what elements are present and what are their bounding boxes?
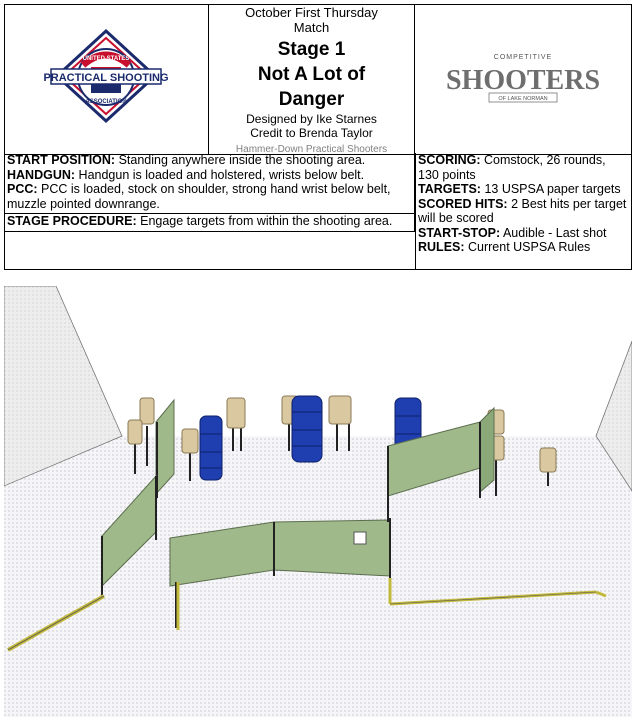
start-position-row: START POSITION: Standing anywhere inside… [5, 153, 414, 168]
handgun-label: HANDGUN: [7, 168, 75, 182]
logo-right-top-text: COMPETITIVE [494, 54, 552, 61]
logo-main-text: PRACTICAL SHOOTING [43, 72, 168, 84]
briefing-scoring-cell: SCORING: Comstock, 26 rounds, 130 points… [415, 153, 631, 269]
secondary-credit: Credit to Brenda Taylor [209, 126, 414, 140]
header-table: UNITED STATES PRACTICAL SHOOTING ASSOCIA… [4, 4, 632, 155]
wall-port [354, 532, 366, 544]
logo-top-text: UNITED STATES [83, 56, 130, 62]
barrel-stack [292, 396, 322, 462]
targets-label: TARGETS: [418, 182, 481, 196]
stage-briefing-sheet: UNITED STATES PRACTICAL SHOOTING ASSOCIA… [4, 4, 632, 266]
start-position-text: Standing anywhere inside the shooting ar… [115, 153, 365, 167]
stage-number: Stage 1 [209, 37, 414, 62]
uspsa-logo-cell: UNITED STATES PRACTICAL SHOOTING ASSOCIA… [5, 5, 209, 154]
stage-procedure-cell: STAGE PROCEDURE: Engage targets from wit… [5, 214, 415, 232]
scored-hits-label: SCORED HITS: [418, 197, 508, 211]
rules-row: RULES: Current USPSA Rules [416, 240, 631, 255]
start-position-label: START POSITION: [7, 153, 115, 167]
match-line-2: Match [209, 20, 414, 35]
targets-row: TARGETS: 13 USPSA paper targets [416, 182, 631, 197]
competitive-shooters-logo-icon: COMPETITIVE SHOOTERS OF LAKE NORMAN [415, 5, 631, 154]
logo-bottom-text: ASSOCIATION [85, 99, 126, 105]
match-line-1: October First Thursday [209, 5, 414, 20]
stage-procedure-text: Engage targets from within the shooting … [137, 214, 393, 228]
scoring-label: SCORING: [418, 153, 481, 167]
targets-text: 13 USPSA paper targets [481, 182, 621, 196]
stage-name-line-2: Danger [209, 87, 414, 112]
pcc-row: PCC: PCC is loaded, stock on shoulder, s… [5, 182, 414, 211]
briefing-table: START POSITION: Standing anywhere inside… [4, 153, 632, 270]
range-floor [4, 436, 632, 717]
start-stop-text: Audible - Last shot [500, 226, 606, 240]
scored-hits-row: SCORED HITS: 2 Best hits per target will… [416, 197, 631, 226]
handgun-text: Handgun is loaded and holstered, wrists … [75, 168, 364, 182]
logo-right-main-text: SHOOTERS [446, 65, 600, 96]
stage-procedure-row: STAGE PROCEDURE: Engage targets from wit… [5, 214, 414, 229]
stage-diagram-svg [4, 286, 632, 717]
designer-credit: Designed by Ike Starnes [209, 112, 414, 126]
start-stop-label: START-STOP: [418, 226, 500, 240]
stage-diagram [4, 286, 632, 717]
barrel-stack [200, 416, 222, 480]
briefing-conditions-cell: START POSITION: Standing anywhere inside… [5, 153, 415, 214]
wall-panel-front-mid [274, 518, 390, 580]
uspsa-logo-icon: UNITED STATES PRACTICAL SHOOTING ASSOCIA… [5, 5, 209, 154]
rules-label: RULES: [418, 240, 465, 254]
scoring-row: SCORING: Comstock, 26 rounds, 130 points [416, 153, 631, 182]
stage-name-line-1: Not A Lot of [209, 62, 414, 87]
stage-procedure-label: STAGE PROCEDURE: [7, 214, 137, 228]
start-stop-row: START-STOP: Audible - Last shot [416, 226, 631, 241]
pcc-label: PCC: [7, 182, 38, 196]
pcc-text: PCC is loaded, stock on shoulder, strong… [7, 182, 391, 211]
shooters-logo-cell: COMPETITIVE SHOOTERS OF LAKE NORMAN [415, 5, 631, 154]
logo-right-bottom-text: OF LAKE NORMAN [498, 96, 547, 102]
rules-text: Current USPSA Rules [465, 240, 591, 254]
stage-title-cell: October First Thursday Match Stage 1 Not… [209, 5, 415, 154]
handgun-row: HANDGUN: Handgun is loaded and holstered… [5, 168, 414, 183]
